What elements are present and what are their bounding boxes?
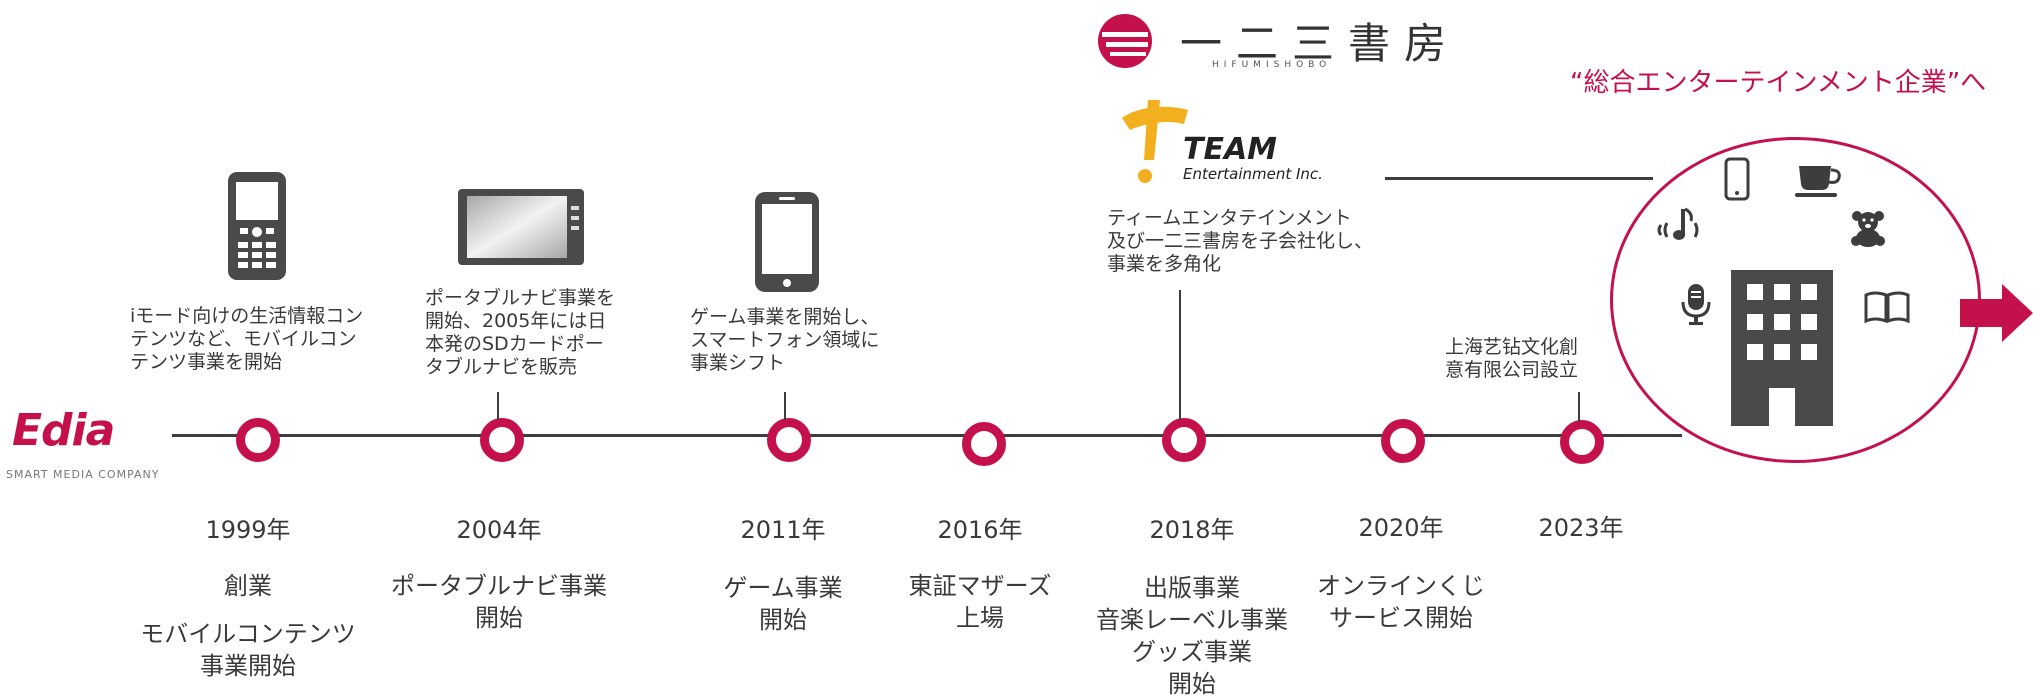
teddy-bear-icon (1851, 211, 1885, 247)
music-note-icon (1657, 207, 1699, 240)
mobile-phone-icon (228, 172, 286, 280)
year-1999: 1999年 (205, 516, 291, 544)
year-2018: 2018年 (1149, 516, 1235, 544)
team-entertainment-subname: Entertainment Inc. (1183, 165, 1323, 183)
smartphone-icon (755, 192, 819, 292)
tick-2023 (1578, 392, 1580, 422)
microphone-icon (1681, 284, 1711, 325)
hifumishobo-name: 一二三書房 (1180, 19, 1461, 68)
event-2016: 東証マザーズ 上場 (908, 572, 1052, 632)
team-entertainment-logo-mark (1122, 100, 1188, 183)
hifumishobo-logo-mark (1098, 14, 1152, 68)
description-1999: iモード向けの生活情報コン テンツなど、モバイルコン テンツ事業を開始 (130, 305, 364, 373)
edia-logo: Edia (12, 405, 115, 456)
tick-2011 (784, 392, 786, 420)
car-navigation-icon (458, 189, 584, 265)
tick-2018 (1179, 290, 1181, 420)
phone-icon (1724, 157, 1750, 201)
building-icon (1731, 270, 1833, 426)
description-2004: ポータブルナビ事業を 開始、2005年には日 本発のSDカードポー タブルナビを… (425, 287, 616, 378)
connector-line (1385, 177, 1653, 180)
timeline-node-2018 (1162, 418, 1206, 462)
description-2011: ゲーム事業を開始し、 スマートフォン領域に 事業シフト (690, 306, 880, 374)
tagline: “総合エンターテインメント企業”へ (1570, 68, 1987, 98)
timeline-node-2023 (1560, 420, 1604, 464)
year-2023: 2023年 (1538, 514, 1624, 542)
book-icon (1864, 291, 1910, 324)
event-2004: ポータブルナビ事業 開始 (391, 572, 607, 632)
timeline-node-2016 (962, 422, 1006, 466)
timeline-node-1999 (236, 418, 280, 462)
coffee-cup-icon (1795, 166, 1841, 197)
year-2020: 2020年 (1358, 514, 1444, 542)
year-2011: 2011年 (740, 516, 826, 544)
timeline-node-2011 (767, 418, 811, 462)
arrow-right-icon (1960, 284, 2033, 342)
event-2011: ゲーム事業 開始 (723, 574, 843, 634)
team-entertainment-name: TEAM (1183, 132, 1278, 167)
edia-logo-subtext: SMART MEDIA COMPANY (6, 468, 160, 481)
timeline-line (172, 434, 1682, 437)
description-2018: ティームエンタテインメント 及び一二三書房を子会社化し、 事業を多角化 (1107, 207, 1374, 275)
year-2004: 2004年 (456, 516, 542, 544)
event-1999: 創業 モバイルコンテンツ 事業開始 (140, 572, 356, 680)
event-2018: 出版事業 音楽レーベル事業 グッズ事業 開始 (1096, 574, 1288, 698)
hifumishobo-romaji: HIFUMISHOBO (1212, 60, 1332, 70)
description-2023: 上海艺钻文化創 意有限公司設立 (1445, 336, 1579, 381)
year-2016: 2016年 (937, 516, 1023, 544)
timeline-node-2020 (1381, 419, 1425, 463)
tick-2004 (497, 392, 499, 420)
event-2020: オンラインくじ サービス開始 (1317, 572, 1485, 632)
timeline-node-2004 (480, 418, 524, 462)
